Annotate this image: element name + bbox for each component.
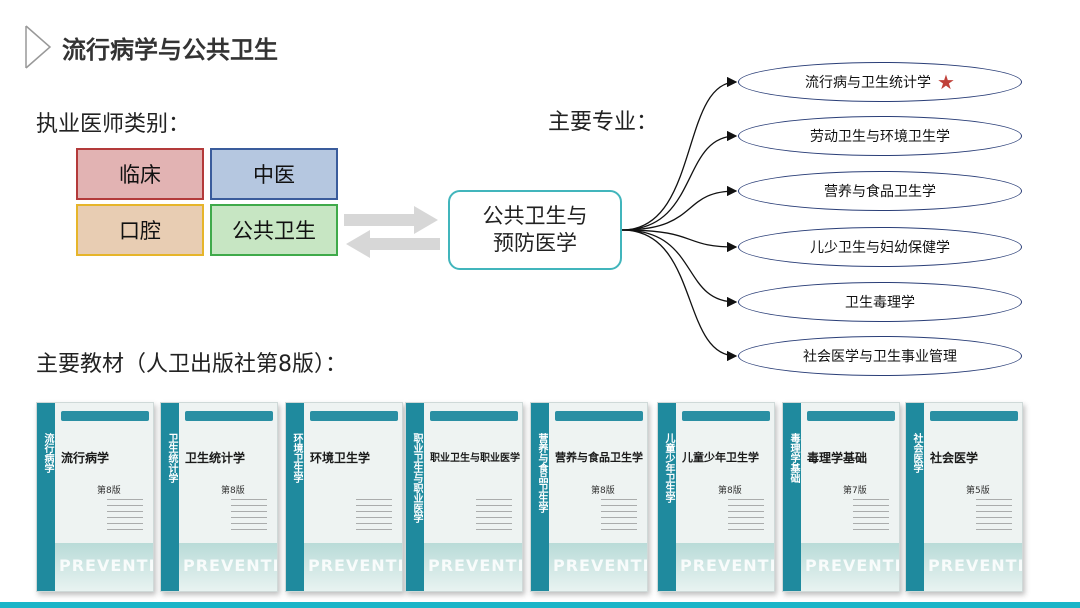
bottom-accent-bar (0, 602, 1080, 608)
major-item: 流行病与卫生统计学 ★ (738, 62, 1022, 102)
book-title: 营养与食品卫生学 (555, 449, 643, 465)
major-item: 卫生毒理学 (738, 282, 1022, 322)
book-watermark: PREVENTIVE (183, 556, 278, 575)
book-edition: 第8版 (97, 483, 121, 496)
major-label: 营养与食品卫生学 (824, 181, 936, 201)
book-edition: 第8版 (221, 483, 245, 496)
book-watermark: PREVENTIVE (553, 556, 648, 575)
book-title: 流行病学 (61, 449, 109, 466)
textbook-cover: 卫生统计学 卫生统计学 第8版 PREVENTIVE (160, 402, 278, 592)
book-title: 儿童少年卫生学 (682, 449, 759, 465)
book-spine: 职业卫生与职业医学 (410, 433, 422, 523)
textbook-cover: 社会医学 社会医学 第5版 PREVENTIVE (905, 402, 1023, 592)
major-label: 卫生毒理学 (845, 292, 915, 312)
textbook-cover: 流行病学 流行病学 第8版 PREVENTIVE (36, 402, 154, 592)
book-watermark: PREVENTIVE (308, 556, 403, 575)
book-spine: 营养与食品卫生学 (535, 433, 547, 513)
connector-5 (622, 230, 736, 302)
book-edition: 第5版 (966, 483, 990, 496)
book-title: 职业卫生与职业医学 (430, 449, 520, 464)
book-watermark: PREVENTIVE (805, 556, 900, 575)
textbook-cover: 环境卫生学 环境卫生学 PREVENTIVE (285, 402, 403, 592)
book-spine: 儿童少年卫生学 (662, 433, 674, 503)
textbooks-label: 主要教材（人卫出版社第8版）： (36, 346, 347, 378)
textbook-cover: 营养与食品卫生学 营养与食品卫生学 第8版 PREVENTIVE (530, 402, 648, 592)
book-spine: 环境卫生学 (290, 433, 302, 483)
book-watermark: PREVENTIVE (428, 556, 523, 575)
book-spine: 卫生统计学 (165, 433, 177, 483)
textbook-cover: 毒理学基础 毒理学基础 第7版 PREVENTIVE (782, 402, 900, 592)
book-watermark: PREVENTIVE (928, 556, 1023, 575)
major-item: 儿少卫生与妇幼保健学 (738, 227, 1022, 267)
book-edition: 第7版 (843, 483, 867, 496)
connector-1 (622, 82, 736, 230)
book-title: 社会医学 (930, 449, 978, 466)
book-title: 毒理学基础 (807, 449, 867, 466)
connector-6 (622, 230, 736, 356)
book-title: 环境卫生学 (310, 449, 370, 466)
major-label: 社会医学与卫生事业管理 (803, 346, 957, 366)
book-spine: 社会医学 (910, 433, 922, 473)
major-label: 流行病与卫生统计学 (805, 72, 931, 92)
textbook-cover: 职业卫生与职业医学 职业卫生与职业医学 PREVENTIVE (405, 402, 523, 592)
major-label: 劳动卫生与环境卫生学 (810, 126, 950, 146)
major-item: 营养与食品卫生学 (738, 171, 1022, 211)
major-item: 社会医学与卫生事业管理 (738, 336, 1022, 376)
book-watermark: PREVENTIVE (59, 556, 154, 575)
book-spine: 流行病学 (41, 433, 53, 473)
book-watermark: PREVENTIVE (680, 556, 775, 575)
major-item: 劳动卫生与环境卫生学 (738, 116, 1022, 156)
book-title: 卫生统计学 (185, 449, 245, 466)
book-spine: 毒理学基础 (787, 433, 799, 483)
major-label: 儿少卫生与妇幼保健学 (810, 237, 950, 257)
star-icon: ★ (937, 70, 955, 94)
textbook-cover: 儿童少年卫生学 儿童少年卫生学 第8版 PREVENTIVE (657, 402, 775, 592)
book-edition: 第8版 (591, 483, 615, 496)
book-edition: 第8版 (718, 483, 742, 496)
